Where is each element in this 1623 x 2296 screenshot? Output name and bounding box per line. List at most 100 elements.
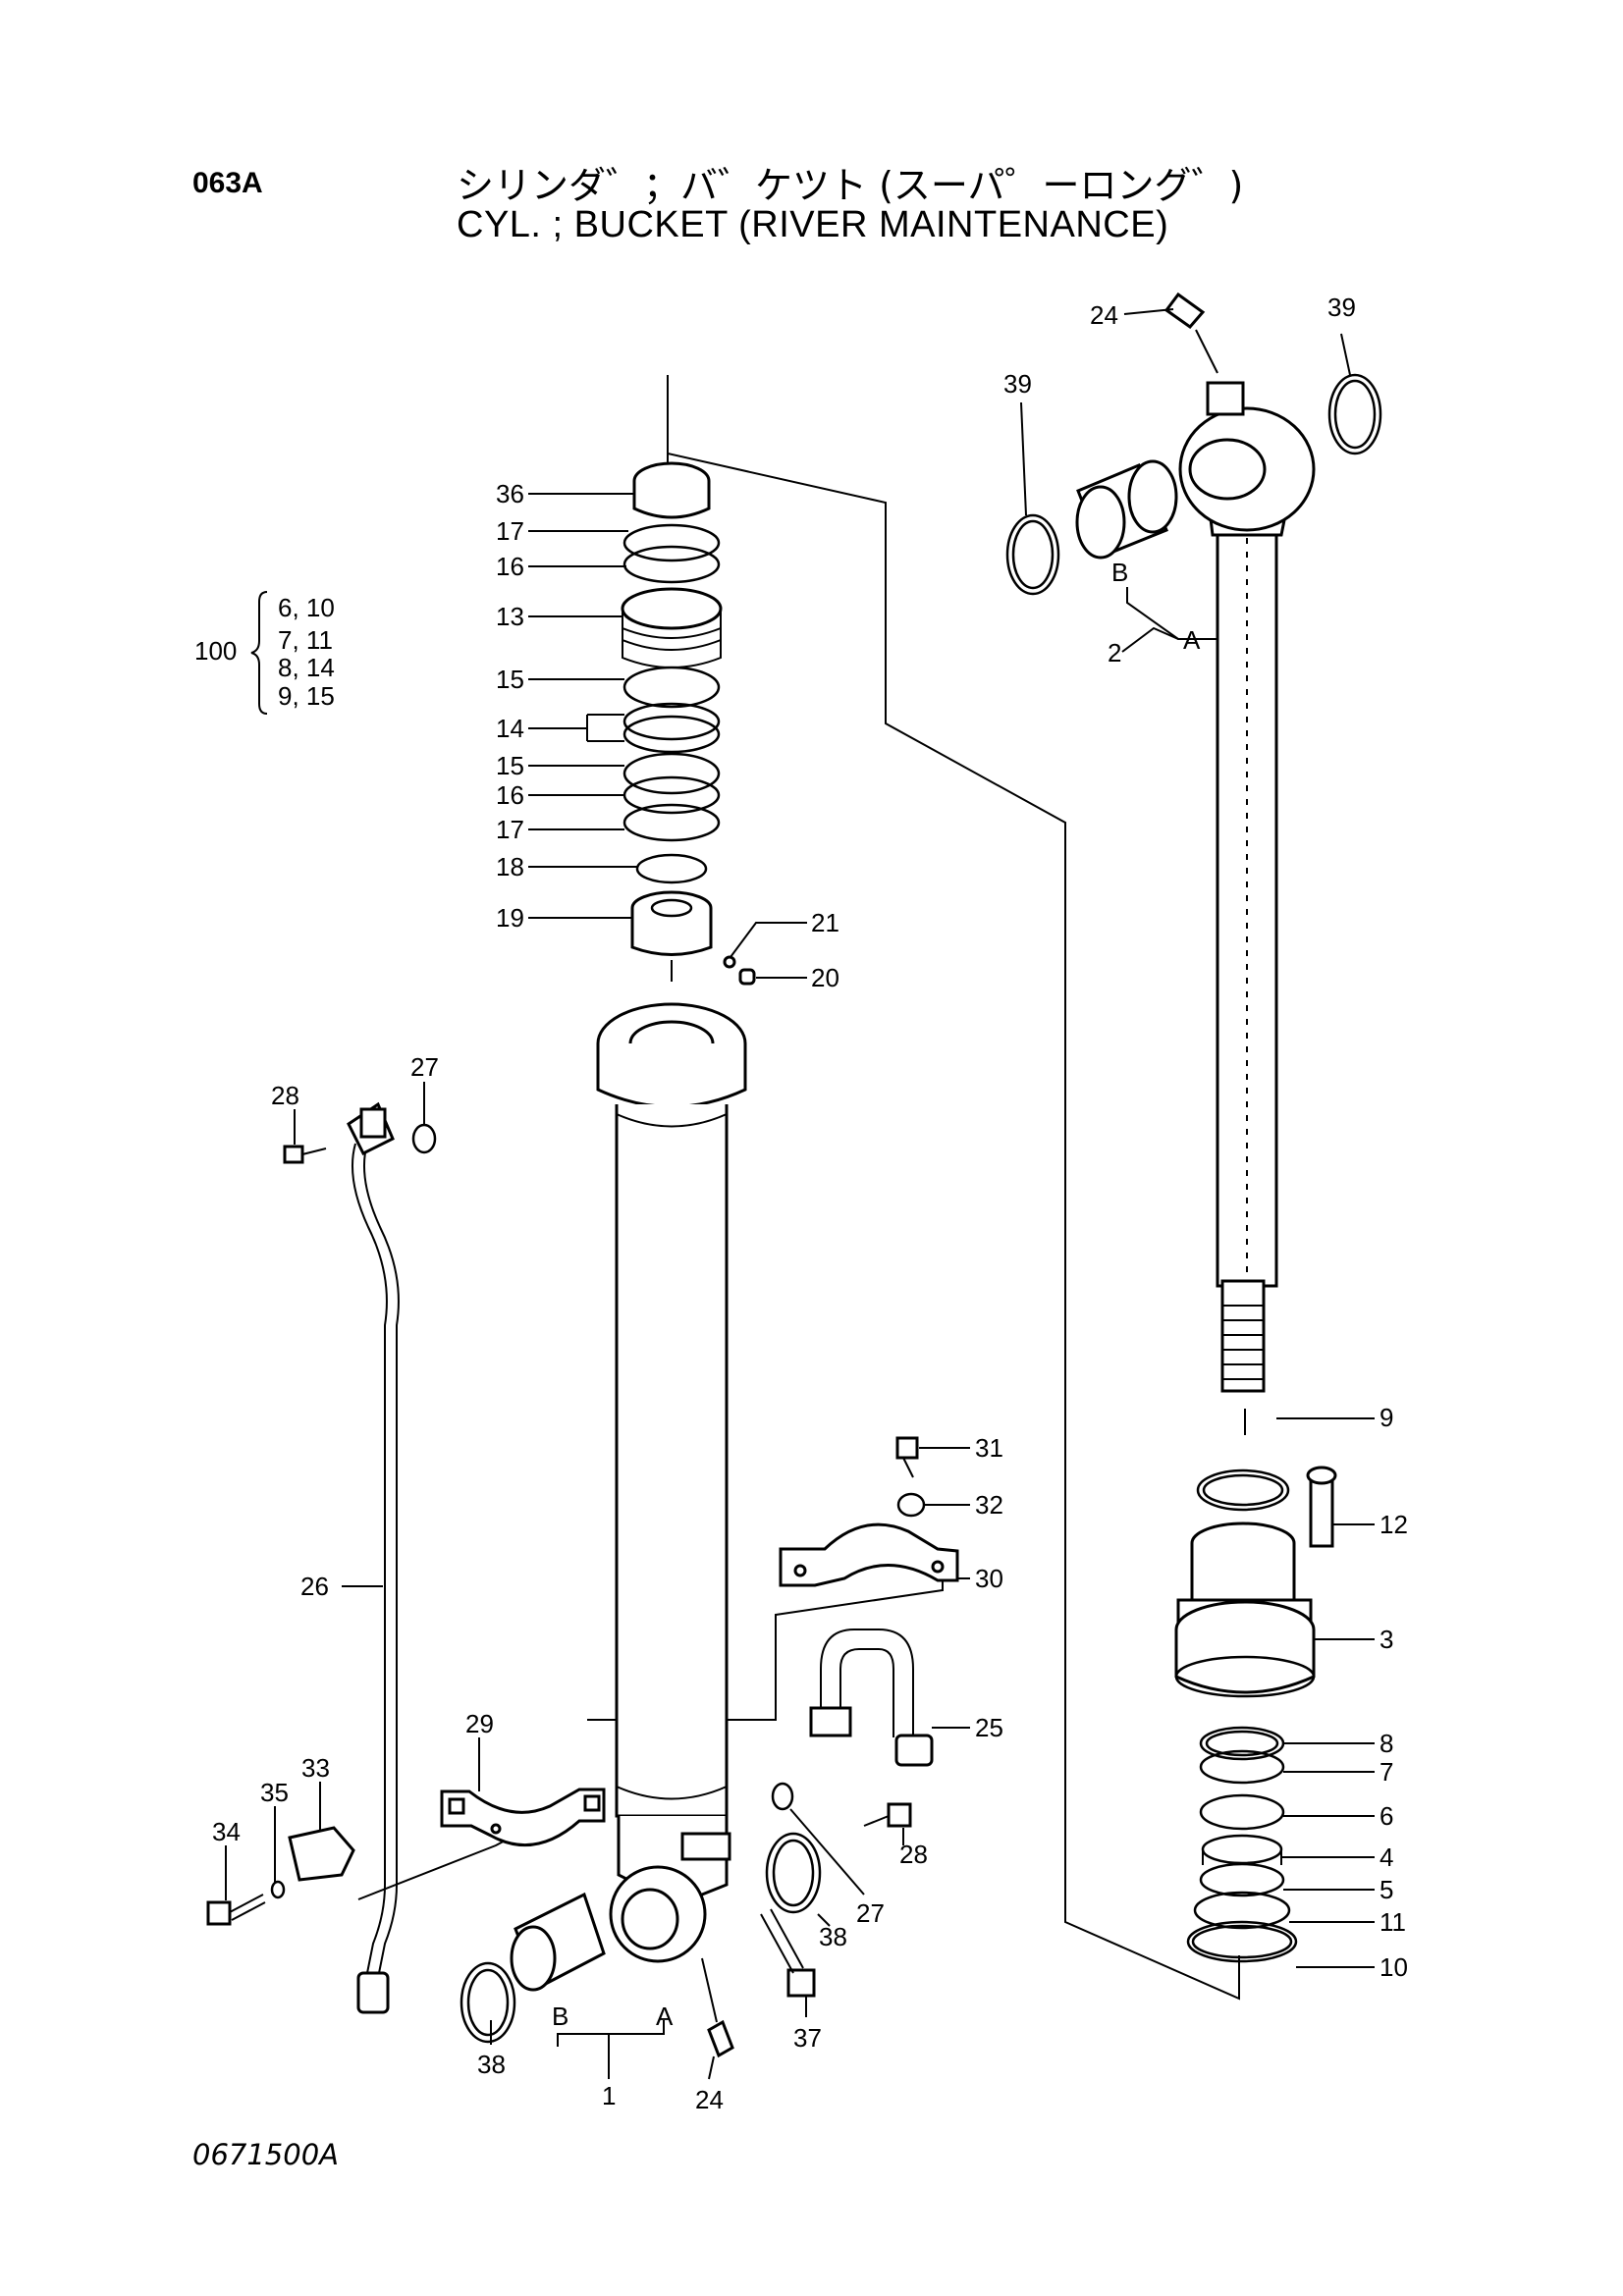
- callout-9: 9: [1380, 1403, 1393, 1432]
- callout-20: 20: [811, 963, 839, 992]
- tube-seal-left: [460, 1961, 516, 2044]
- callout-38: 38: [477, 2050, 506, 2079]
- callout-25: 25: [975, 1713, 1003, 1742]
- grease-nipple-rod: [1163, 292, 1206, 330]
- callout-39: 39: [1327, 293, 1356, 322]
- part-7-seal: [1199, 1749, 1285, 1785]
- callout-3: 3: [1380, 1625, 1393, 1654]
- callout-18: 18: [496, 852, 524, 881]
- rod-grease-boss: [1206, 381, 1245, 416]
- callout-6: 6: [1380, 1801, 1393, 1831]
- part-4-bushing: [1201, 1834, 1283, 1865]
- cylinder-head: [1174, 1466, 1337, 1963]
- assembly-line-rod: [667, 375, 1240, 2001]
- pipe-26: [283, 1101, 437, 2014]
- kit-brace: [250, 591, 268, 715]
- callout-17: 17: [496, 516, 524, 546]
- leader-lines: [225, 308, 1375, 2080]
- letter-b-tube: B: [552, 2002, 568, 2031]
- part-32-washer: [896, 1492, 926, 1518]
- callout-38: 38: [819, 1922, 847, 1951]
- letter-a-tube: A: [656, 2002, 674, 2031]
- callout-26: 26: [300, 1572, 329, 1601]
- kit-100-group: 100 6, 10 7, 11 8, 14 9, 15: [194, 591, 335, 715]
- part-27-oring-upper: [411, 1123, 437, 1154]
- part-5-ring: [1199, 1862, 1285, 1897]
- part-9-ring: [1196, 1468, 1290, 1512]
- callout-27: 27: [856, 1898, 885, 1928]
- callout-13: 13: [496, 602, 524, 631]
- part-13-piston: [621, 587, 723, 630]
- rod-seal-right: [1327, 373, 1382, 455]
- callout-1: 1: [602, 2081, 616, 2110]
- callout-32: 32: [975, 1490, 1003, 1520]
- callout-5: 5: [1380, 1875, 1393, 1904]
- callout-17: 17: [496, 815, 524, 844]
- title-english: CYL. ; BUCKET (RIVER MAINTENANCE): [457, 204, 1169, 245]
- callout-12: 12: [1380, 1510, 1408, 1539]
- callout-10: 10: [1380, 1952, 1408, 1982]
- part-10-ring: [1186, 1920, 1298, 1963]
- callout-30: 30: [975, 1564, 1003, 1593]
- letter-a-rod: A: [1183, 625, 1201, 655]
- part-6-ring: [1199, 1793, 1285, 1831]
- kit-row: 8, 14: [278, 653, 335, 682]
- part-17-ring: [622, 523, 721, 562]
- part-21-ball: [723, 955, 736, 969]
- callout-4: 4: [1380, 1842, 1393, 1872]
- part-12-bolt: [1309, 1473, 1334, 1548]
- part-18-spacer: [635, 853, 708, 884]
- callout-11: 11: [1380, 1907, 1406, 1937]
- callout-21: 21: [811, 908, 839, 937]
- title-japanese: シリンダ゛；バ゛ケツト (スーパ゜ーロング゛): [457, 164, 1244, 207]
- pipe-fitting-bottom: [356, 1971, 390, 2014]
- bracket-33-group: [206, 1826, 355, 1926]
- callout-27: 27: [410, 1052, 439, 1082]
- callout-36: 36: [496, 479, 524, 508]
- part-27-oring-lower: [771, 1782, 794, 1811]
- part-16-ring-lower: [622, 775, 721, 815]
- part-33-bracket: [288, 1826, 355, 1882]
- rod-eye-bore: [1188, 438, 1267, 501]
- callout-31: 31: [975, 1433, 1003, 1463]
- part-35-washer: [270, 1880, 286, 1899]
- callout-39: 39: [1003, 369, 1032, 399]
- part-28-bolt-lower: [887, 1802, 912, 1828]
- callout-16: 16: [496, 780, 524, 810]
- part-16-ring: [622, 545, 721, 584]
- part-31-bolt: [895, 1436, 919, 1460]
- callout-35: 35: [260, 1778, 289, 1807]
- assembly-path: [357, 375, 1246, 2001]
- part-15-ring-lower: [622, 752, 721, 795]
- piston-rod: [1005, 292, 1382, 1393]
- callout-2: 2: [1108, 638, 1121, 667]
- callout-37: 37: [793, 2023, 822, 2053]
- part-28-bolt-upper: [283, 1145, 304, 1164]
- callout-28: 28: [271, 1081, 299, 1110]
- callout-33: 33: [301, 1753, 330, 1783]
- callout-14: 14: [496, 714, 524, 743]
- clamp-30: [779, 1436, 959, 1587]
- clamp-29: [440, 1788, 606, 1847]
- kit-row: 7, 11: [278, 625, 333, 655]
- part-17-ring-lower: [622, 803, 721, 842]
- part-37-bolt: [786, 1968, 816, 1998]
- callout-labels: 36 17 16 13 15 14 15 16 17 18 19 21 20 2…: [212, 293, 1408, 2114]
- tube-seal-right: [765, 1832, 822, 1914]
- hose-25: [809, 1629, 934, 1828]
- kit-number: 100: [194, 636, 237, 666]
- callout-8: 8: [1380, 1729, 1393, 1758]
- callout-29: 29: [465, 1709, 494, 1738]
- cylinder-tube: [460, 1002, 822, 2058]
- kit-row: 9, 15: [278, 681, 335, 711]
- part-20-screw: [738, 968, 756, 986]
- callout-15: 15: [496, 665, 524, 694]
- part-14-ring: [622, 702, 721, 741]
- callout-7: 7: [1380, 1757, 1393, 1787]
- part-34-bolt: [206, 1900, 232, 1926]
- diagram-code: 063A: [192, 167, 263, 199]
- grease-nipple-tube: [707, 2019, 734, 2058]
- figure-number: 0671500A: [192, 2138, 339, 2171]
- letter-b-rod: B: [1111, 558, 1128, 587]
